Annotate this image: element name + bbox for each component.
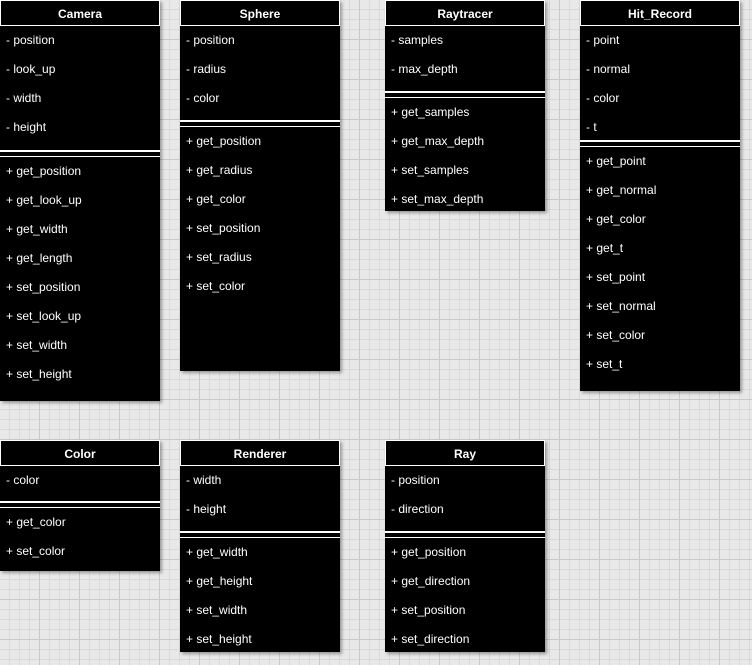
class-box-hit-record[interactable]: Hit_Record - point - normal - color - t … xyxy=(580,0,740,391)
method-item: + set_direction xyxy=(391,632,470,646)
method-item: + get_radius xyxy=(186,163,253,177)
section-divider xyxy=(0,150,160,157)
attributes-section-ray: - position - direction xyxy=(385,466,545,531)
method-item: + get_samples xyxy=(391,105,470,119)
class-name-hit-record: Hit_Record xyxy=(580,0,740,26)
class-name-raytracer: Raytracer xyxy=(385,0,545,26)
method-item: + set_point xyxy=(586,270,646,284)
section-divider xyxy=(180,531,340,538)
attribute-item: - normal xyxy=(586,62,631,76)
attribute-item: - position xyxy=(391,473,440,487)
method-item: + set_width xyxy=(6,338,68,352)
method-item: + get_color xyxy=(6,515,66,529)
attribute-item: - height xyxy=(6,120,47,134)
section-divider xyxy=(385,91,545,98)
method-item: + set_samples xyxy=(391,163,469,177)
methods-section-sphere: + get_position + get_radius + get_color … xyxy=(180,127,340,301)
attribute-item: - width xyxy=(6,91,42,105)
attribute-item: - max_depth xyxy=(391,62,458,76)
section-divider xyxy=(385,531,545,538)
method-item: + get_point xyxy=(586,154,646,168)
attribute-item: - position xyxy=(186,33,235,47)
method-item: + get_position xyxy=(6,164,82,178)
method-item: + set_look_up xyxy=(6,309,82,323)
method-item: + set_radius xyxy=(186,250,252,264)
attributes-section-color: - color xyxy=(0,466,160,501)
attribute-item: - radius xyxy=(186,62,227,76)
class-box-sphere[interactable]: Sphere - position - radius - color + get… xyxy=(180,0,340,371)
method-item: + get_normal xyxy=(586,183,657,197)
method-item: + set_max_depth xyxy=(391,192,484,206)
method-item: + get_direction xyxy=(391,574,471,588)
attribute-item: - width xyxy=(186,473,222,487)
class-name-color: Color xyxy=(0,440,160,466)
method-item: + get_position xyxy=(186,134,262,148)
methods-section-hit-record: + get_point + get_normal + get_color + g… xyxy=(580,147,740,379)
method-item: + set_color xyxy=(586,328,646,342)
attributes-section-renderer: - width - height xyxy=(180,466,340,531)
attribute-item: - color xyxy=(186,91,220,105)
attribute-item: - t xyxy=(586,120,597,134)
method-item: + get_width xyxy=(6,222,68,236)
attribute-item: - samples xyxy=(391,33,444,47)
method-item: + get_width xyxy=(186,545,248,559)
method-item: + get_look_up xyxy=(6,193,82,207)
section-divider xyxy=(0,501,160,508)
method-item: + set_color xyxy=(186,279,246,293)
section-divider xyxy=(580,140,740,147)
section-divider xyxy=(180,120,340,127)
attributes-section-camera: - position - look_up - width - height xyxy=(0,26,160,150)
class-name-ray: Ray xyxy=(385,440,545,466)
attributes-section-sphere: - position - radius - color xyxy=(180,26,340,120)
class-name-sphere: Sphere xyxy=(180,0,340,26)
method-item: + get_position xyxy=(391,545,467,559)
method-item: + set_height xyxy=(186,632,252,646)
methods-section-camera: + get_position + get_look_up + get_width… xyxy=(0,157,160,389)
method-item: + get_color xyxy=(186,192,246,206)
attribute-item: - position xyxy=(6,33,55,47)
method-item: + set_position xyxy=(186,221,261,235)
class-box-color[interactable]: Color - color + get_color + set_color xyxy=(0,440,160,571)
attribute-item: - color xyxy=(586,91,620,105)
class-box-camera[interactable]: Camera - position - look_up - width - he… xyxy=(0,0,160,401)
method-item: + set_normal xyxy=(586,299,656,313)
method-item: + get_t xyxy=(586,241,624,255)
method-item: + set_t xyxy=(586,357,623,371)
method-item: + set_position xyxy=(6,280,81,294)
class-box-ray[interactable]: Ray - position - direction + get_positio… xyxy=(385,440,545,652)
attribute-item: - look_up xyxy=(6,62,56,76)
attribute-item: - point xyxy=(586,33,620,47)
class-box-raytracer[interactable]: Raytracer - samples - max_depth + get_sa… xyxy=(385,0,545,211)
method-item: + get_height xyxy=(186,574,253,588)
method-item: + get_color xyxy=(586,212,646,226)
class-box-renderer[interactable]: Renderer - width - height + get_width + … xyxy=(180,440,340,652)
attribute-item: - height xyxy=(186,502,227,516)
attribute-item: - color xyxy=(6,473,40,487)
attributes-section-hit-record: - point - normal - color - t xyxy=(580,26,740,140)
method-item: + get_length xyxy=(6,251,73,265)
attributes-section-raytracer: - samples - max_depth xyxy=(385,26,545,91)
method-item: + set_width xyxy=(186,603,248,617)
methods-section-renderer: + get_width + get_height + set_width + s… xyxy=(180,538,340,654)
method-item: + set_position xyxy=(391,603,466,617)
method-item: + set_height xyxy=(6,367,72,381)
method-item: + get_max_depth xyxy=(391,134,485,148)
methods-section-ray: + get_position + get_direction + set_pos… xyxy=(385,538,545,654)
class-name-renderer: Renderer xyxy=(180,440,340,466)
methods-section-raytracer: + get_samples + get_max_depth + set_samp… xyxy=(385,98,545,214)
methods-section-color: + get_color + set_color xyxy=(0,508,160,566)
class-name-camera: Camera xyxy=(0,0,160,26)
method-item: + set_color xyxy=(6,544,66,558)
attribute-item: - direction xyxy=(391,502,444,516)
